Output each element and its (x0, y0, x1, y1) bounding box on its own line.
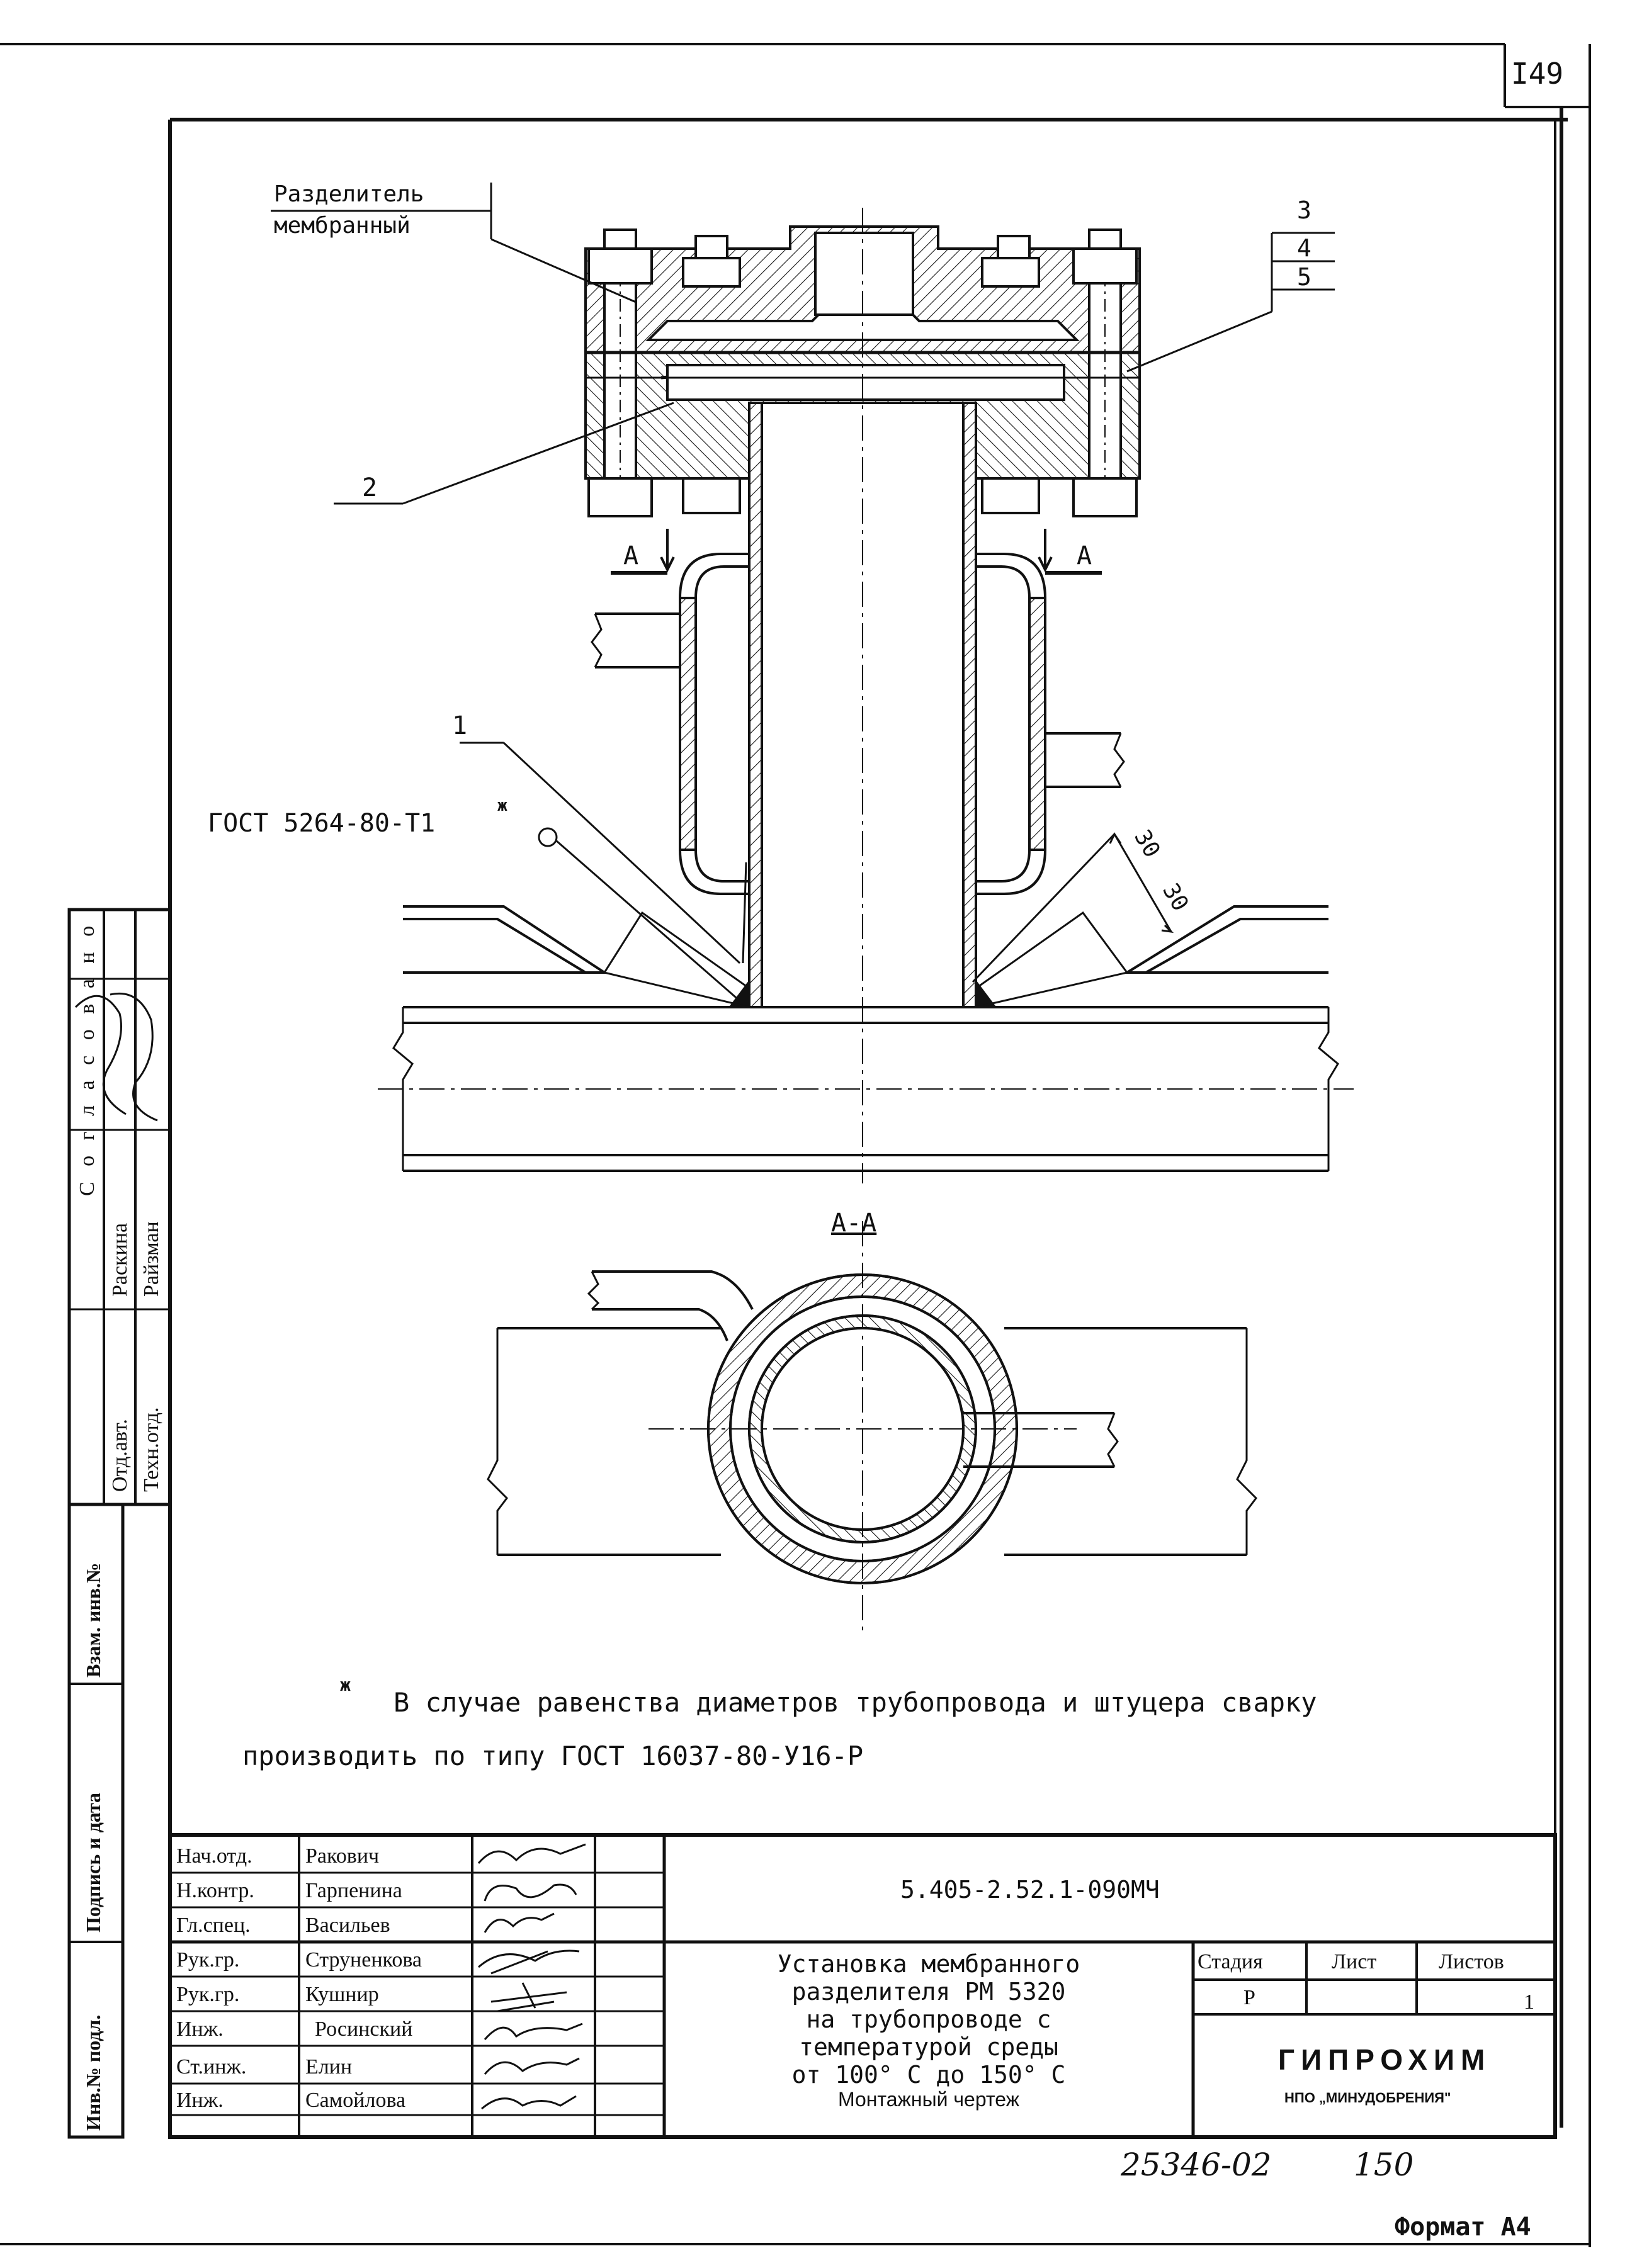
stamp-tekh-otd: Техн.отд. (140, 1407, 163, 1492)
stamp-soglasovano: С о г л а с о в а н о (76, 920, 99, 1196)
section-mark-left: А (623, 541, 639, 570)
note-line-2: производить по типу ГОСТ 16037-80-У16-Р (242, 1740, 864, 1771)
side-stamp-frame (67, 908, 172, 2139)
document-code: 5.405-2.52.1-090МЧ (900, 1876, 1160, 1904)
section-marks (611, 529, 1102, 575)
stage-header: Стадия (1198, 1950, 1263, 1973)
name-row-2: Гарпенина (305, 1879, 402, 1902)
stamp-vzam-inv: Взам. инв.№ (82, 1562, 105, 1678)
page-number: I49 (1511, 57, 1564, 91)
label-pos3: 3 (1297, 196, 1311, 224)
section-mark-right: А (1077, 541, 1092, 570)
organization-name: ГИПРОХИМ (1278, 2043, 1492, 2076)
label-separator-line2: мембранный (274, 213, 411, 239)
format-label: Формат А4 (1395, 2213, 1531, 2242)
stamp-raizman: Райзман (140, 1221, 163, 1297)
nozzle-pipe (748, 208, 977, 1183)
title-line-4: температурой среды (799, 2033, 1058, 2061)
title-line-6: Монтажный чертеж (837, 2088, 1020, 2111)
name-row-3: Васильев (305, 1914, 390, 1937)
role-row-3: Гл.спец. (176, 1914, 251, 1937)
stamp-inv-podl: Инв.№ подл. (82, 2014, 105, 2131)
role-row-1: Нач.отд. (176, 1844, 252, 1868)
title-line-5: от 100° С до 150° С (791, 2061, 1066, 2089)
dimension-30 (971, 832, 1174, 983)
leader-lines (271, 183, 1335, 1002)
role-row-7: Ст.инж. (176, 2055, 247, 2079)
label-pos5: 5 (1297, 263, 1311, 291)
name-row-5: Кушнир (305, 1983, 379, 2006)
stamp-otd-avt: Отд.авт. (108, 1419, 132, 1492)
stamp-raskina: Раскина (108, 1222, 132, 1297)
organization-subtitle: НПО „МИНУДОБРЕНИЯ" (1284, 2090, 1451, 2106)
gost-weld-star: ж (497, 796, 507, 815)
sheets-header: Листов (1439, 1950, 1504, 1973)
section-a-a-title: А-А (831, 1209, 877, 1238)
note-star: ж (340, 1674, 351, 1695)
name-row-1: Ракович (305, 1844, 380, 1868)
title-line-1: Установка мембранного (777, 1950, 1080, 1978)
name-row-6: Росинский (315, 2017, 413, 2041)
archive-number: 25346-02 (1121, 2147, 1272, 2183)
title-line-3: на трубопроводе с (806, 2006, 1051, 2033)
name-row-7: Елин (305, 2055, 353, 2079)
stamp-podpis-data: Подпись и дата (82, 1792, 105, 1932)
document-title: Установка мембранного разделителя РМ 532… (671, 1950, 1187, 2110)
title-block-frame (168, 1833, 1557, 2139)
main-pipe (378, 905, 1354, 1172)
sheet-header: Лист (1332, 1950, 1377, 1973)
role-row-5: Рук.гр. (176, 1983, 240, 2006)
label-pos2: 2 (362, 473, 378, 502)
label-pos4: 4 (1297, 234, 1311, 262)
role-row-4: Рук.гр. (176, 1948, 240, 1972)
signatures (74, 992, 586, 2110)
cooling-jacket (591, 553, 1125, 895)
sheets-value: 1 (1524, 1990, 1534, 2014)
role-row-2: Н.контр. (176, 1879, 254, 1902)
gost-weld-label: ГОСТ 5264-80-Т1 (208, 809, 436, 838)
label-pos1: 1 (452, 711, 468, 740)
name-row-4: Струненкова (305, 1948, 422, 1972)
title-line-2: разделителя РМ 5320 (791, 1978, 1066, 2006)
label-separator-line1: Разделитель (274, 181, 424, 207)
name-row-8: Самойлова (305, 2089, 406, 2112)
footer-page: 150 (1354, 2147, 1414, 2183)
stage-value: Р (1243, 1986, 1255, 2009)
role-row-6: Инж. (176, 2017, 224, 2041)
role-row-8: Инж. (176, 2089, 224, 2112)
section-a-a-view (487, 1221, 1257, 1637)
note-line-1: В случае равенства диаметров трубопровод… (394, 1687, 1317, 1718)
